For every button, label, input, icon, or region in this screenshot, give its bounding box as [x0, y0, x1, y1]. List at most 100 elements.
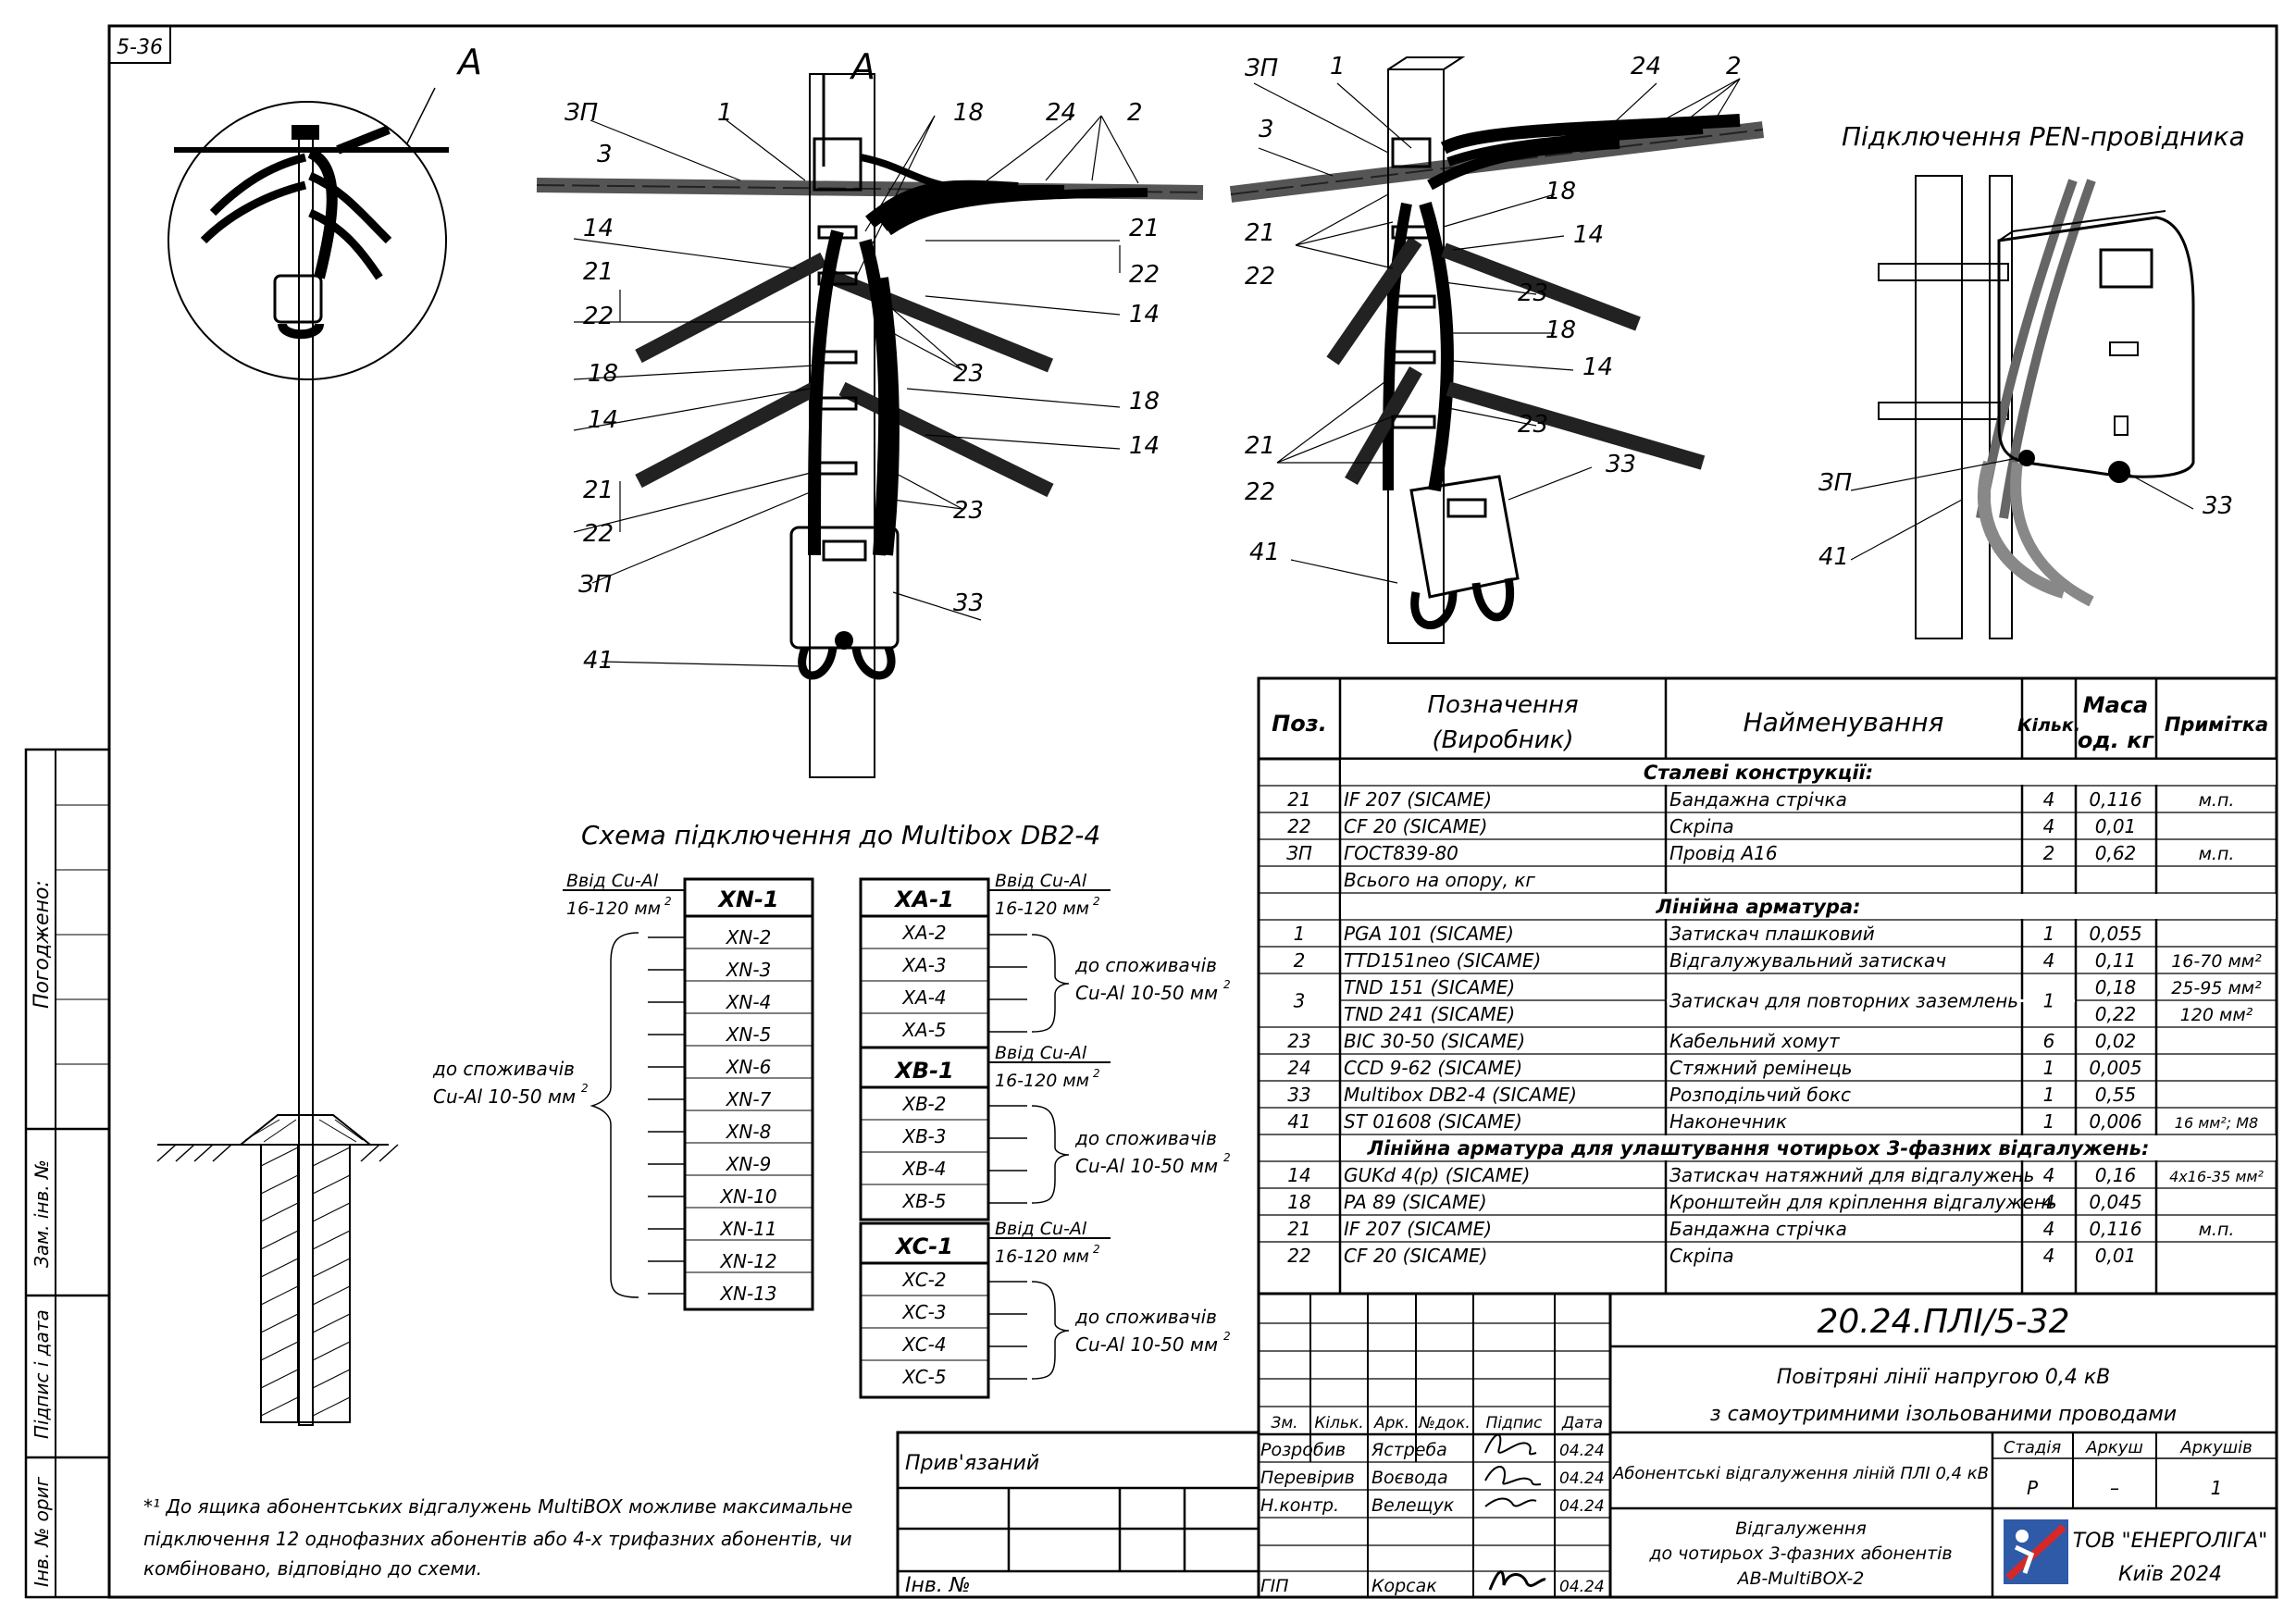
iso-label-23b: 23: [1518, 411, 1548, 439]
xb-item: XB-2: [901, 1093, 946, 1115]
date-2: 04.24: [1559, 1497, 1605, 1516]
spec-note: м.п.: [2199, 844, 2235, 864]
spec-pos: 22: [1287, 1245, 1310, 1267]
spec-designation: CF 20 (SICAME): [1344, 1245, 1487, 1267]
xn-consumers-1: до споживачів: [432, 1058, 575, 1080]
xn-item: XN-12: [719, 1250, 776, 1272]
xa-item: XA-3: [901, 954, 946, 976]
spec-name: Затискач натяжний для відгалужень: [1669, 1164, 2034, 1186]
spec-pos: 21: [1287, 788, 1310, 811]
section-row-mask: [1341, 894, 2276, 919]
stage-label: Стадія: [2004, 1438, 2062, 1457]
role-1: Перевірив: [1260, 1468, 1355, 1488]
spec-name: Розподільчий бокс: [1669, 1084, 1851, 1106]
xc-input-label: Ввід Cu-Al: [995, 1219, 1087, 1239]
xn-item: XN-5: [726, 1023, 772, 1046]
spec-pos: 3: [1294, 990, 1306, 1012]
section-row-mask: [1341, 1135, 2276, 1160]
zam-inv-label: Зам. інв. №: [31, 1159, 53, 1268]
col-ark: Арк.: [1373, 1414, 1409, 1432]
spec-qty: 1: [2043, 1110, 2055, 1133]
xa-input-sup: 2: [1093, 895, 1100, 908]
front-label-21c: 21: [583, 477, 614, 504]
xb-consumers-sup: 2: [1223, 1151, 1231, 1164]
spec-name: Скріпа: [1669, 815, 1734, 837]
xn-item: XN-13: [719, 1283, 776, 1305]
spec-mass: 0,055: [2089, 923, 2141, 945]
xb-block: XB-1 XB-2 XB-3 XB-4 XB-5 Ввід Cu-Al 16-1…: [859, 1043, 1231, 1221]
spec-mass: 0,55: [2095, 1084, 2137, 1106]
section-title: Абонентські відгалуження ліній ПЛІ 0,4 к…: [1612, 1464, 1989, 1483]
sheet-value: –: [2110, 1477, 2119, 1499]
date-3: 04.24: [1559, 1578, 1605, 1596]
spec-designation: CF 20 (SICAME): [1344, 815, 1487, 837]
project-line-1: Повітряні лінії напругою 0,4 кВ: [1777, 1366, 2111, 1389]
iso-label-2: 2: [1726, 53, 1742, 81]
iso-label-zp: ЗП: [1245, 55, 1278, 82]
xc-item: XC-2: [901, 1269, 946, 1291]
sheet-title-2: до чотирьох 3-фазних абонентів: [1648, 1543, 1952, 1564]
footnote-line-2: підключення 12 однофазних абонентів або …: [143, 1528, 852, 1550]
front-label-22a: 22: [583, 303, 614, 330]
front-label-33: 33: [953, 589, 984, 617]
front-label-14b: 14: [1129, 301, 1160, 329]
hdr-mass-1: Маса: [2083, 692, 2149, 718]
spec-section-title: Сталеві конструкції:: [1644, 762, 1873, 784]
sheets-value: 1: [2211, 1477, 2223, 1499]
xa-consumers-sup: 2: [1223, 978, 1231, 991]
xn-item: XN-2: [726, 926, 772, 948]
privyazaniy-block: Прив'язаний Інв. №: [896, 1431, 1260, 1599]
front-label-18b: 18: [588, 360, 618, 388]
spec-pos: 2: [1294, 949, 1306, 972]
iso-label-33: 33: [1606, 451, 1636, 478]
front-label-21a: 21: [583, 258, 614, 286]
xn-item: XN-11: [719, 1218, 776, 1240]
front-view: А: [536, 46, 1204, 778]
spec-name: Скріпа: [1669, 1245, 1734, 1267]
spec-designation: TND 151 (SICAME): [1344, 976, 1515, 998]
spec-name: Затискач плашковий: [1669, 923, 1875, 945]
spec-qty: 4: [2043, 788, 2055, 811]
section-row-mask: [1341, 760, 2276, 785]
spec-designation: CCD 9-62 (SICAME): [1344, 1057, 1522, 1079]
spec-mass: 0,02: [2095, 1030, 2137, 1052]
doc-code: 20.24.ПЛІ/5-32: [1817, 1303, 2069, 1341]
front-label-zp: ЗП: [565, 99, 598, 127]
xa-block: XA-1 XA-2 XA-3 XA-4 XA-5 Ввід Cu-Al 16-1…: [859, 871, 1231, 1049]
iso-label-18b: 18: [1545, 316, 1576, 344]
xn-input-label: Ввід Cu-Al: [566, 871, 659, 891]
name-2: Велещук: [1371, 1495, 1455, 1516]
spec-designation: Multibox DB2-4 (SICAME): [1344, 1084, 1577, 1106]
spec-designation: ST 01608 (SICAME): [1344, 1110, 1522, 1133]
col-data: Дата: [1561, 1414, 1603, 1432]
front-label-1: 1: [717, 99, 733, 127]
xb-head: XB-1: [893, 1058, 953, 1084]
xc-item: XC-4: [901, 1333, 946, 1356]
hdr-mass-2: од. кг: [2078, 727, 2155, 753]
xb-item: XB-5: [901, 1190, 946, 1212]
pidpys-data-label: Підпис і дата: [31, 1309, 53, 1439]
role-3: ГІП: [1260, 1576, 1288, 1596]
pogodzheno-label: Погоджено:: [31, 880, 54, 1009]
iso-view: ЗП 1 24 2 3 18 14 21 22 23 18 14 23 33 2…: [1229, 53, 1765, 644]
spec-mass: 0,18: [2095, 976, 2137, 998]
iso-label-41: 41: [1249, 539, 1280, 566]
spec-name: Кронштейн для кріплення відгалужень: [1669, 1191, 2057, 1213]
xc-consumers-sup: 2: [1223, 1330, 1231, 1343]
spec-mass: 0,22: [2095, 1003, 2137, 1025]
sheet-code: 5-36: [117, 36, 163, 59]
xa-item: XA-2: [901, 922, 946, 944]
sheet-title-1: Відгалуження: [1735, 1519, 1867, 1539]
iso-label-22a: 22: [1245, 263, 1275, 291]
spec-pos: 21: [1287, 1218, 1310, 1240]
front-label-18: 18: [953, 99, 984, 127]
scheme-title: Схема підключення до Multibox DB2-4: [581, 820, 1100, 850]
spec-note: 25-95 мм²: [2171, 978, 2262, 998]
inv-no-label: Інв. №: [905, 1574, 971, 1597]
company-logo: [2004, 1519, 2068, 1584]
spec-mass: 0,045: [2089, 1191, 2141, 1213]
hdr-desig-2: (Виробник): [1432, 726, 1573, 754]
spec-qty: 1: [2043, 923, 2055, 945]
xc-block: XC-1 XC-2 XC-3 XC-4 XC-5 Ввід Cu-Al 16-1…: [859, 1219, 1231, 1399]
